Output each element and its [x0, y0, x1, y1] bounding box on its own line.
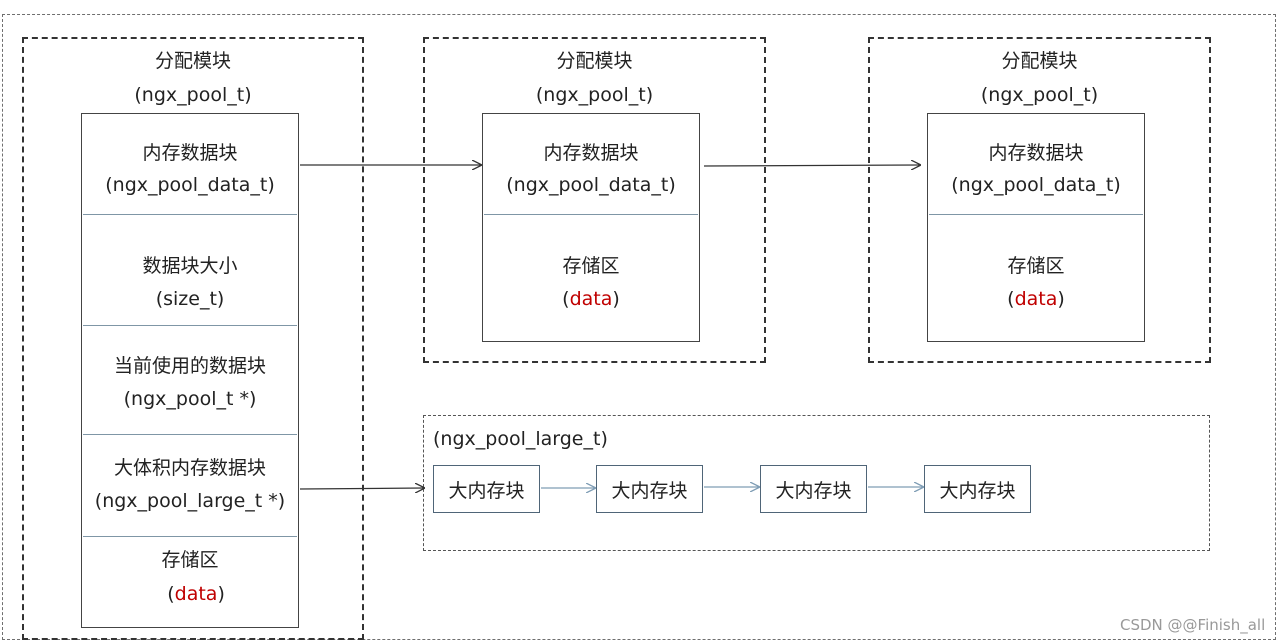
paren-close: ) — [612, 288, 620, 310]
left-divider-4 — [83, 536, 297, 537]
large-chunk-4: 大内存块 — [924, 465, 1031, 513]
right-pool-title: 分配模块 — [1001, 50, 1078, 72]
paren-open: ( — [167, 583, 175, 605]
paren-open: ( — [562, 288, 570, 310]
left-pool-struct — [81, 113, 299, 628]
right-pool-struct — [927, 113, 1145, 342]
large-chunk-2: 大内存块 — [596, 465, 703, 513]
right-data-block-type: (ngx_pool_data_t) — [951, 174, 1121, 196]
left-size-label: 数据块大小 — [142, 255, 238, 277]
right-pool-type: (ngx_pool_t) — [980, 84, 1099, 106]
left-size-type: (size_t) — [155, 288, 225, 310]
right-pool-box — [868, 37, 1211, 363]
mid-data-block-type: (ngx_pool_data_t) — [506, 174, 676, 196]
left-divider-3 — [83, 434, 297, 435]
mid-storage-label: 存储区 — [562, 255, 620, 277]
arrow-mid-to-right — [703, 165, 920, 166]
large-chunk-3: 大内存块 — [760, 465, 867, 513]
mid-pool-struct — [482, 113, 700, 342]
mid-divider — [484, 214, 698, 215]
left-pool-box — [22, 37, 364, 640]
left-current-type: (ngx_pool_t *) — [123, 388, 257, 410]
watermark: CSDN @@Finish_all — [1120, 616, 1266, 634]
left-current-label: 当前使用的数据块 — [113, 355, 266, 377]
left-storage-label: 存储区 — [161, 549, 219, 571]
left-divider-1 — [83, 214, 297, 215]
right-storage-label: 存储区 — [1007, 255, 1065, 277]
large-list-type: (ngx_pool_large_t) — [433, 428, 608, 450]
left-storage-data: (data) — [81, 583, 299, 606]
left-pool-title: 分配模块 — [154, 50, 231, 72]
outer-frame — [2, 14, 1276, 640]
mid-storage-data: (data) — [482, 288, 700, 311]
left-data-block-label: 内存数据块 — [142, 142, 238, 164]
right-divider — [929, 214, 1143, 215]
right-data-block-label: 内存数据块 — [988, 142, 1084, 164]
arrow-left-to-large — [299, 488, 424, 489]
paren-close: ) — [1057, 288, 1065, 310]
mid-pool-box — [423, 37, 766, 363]
left-divider-2 — [83, 325, 297, 326]
paren-open: ( — [1007, 288, 1015, 310]
data-text: data — [174, 583, 218, 605]
left-data-block-type: (ngx_pool_data_t) — [105, 174, 275, 196]
right-storage-data: (data) — [927, 288, 1145, 311]
data-text: data — [1014, 288, 1058, 310]
large-chunk-1: 大内存块 — [433, 465, 540, 513]
mid-pool-type: (ngx_pool_t) — [535, 84, 654, 106]
mid-pool-title: 分配模块 — [556, 50, 633, 72]
mid-data-block-label: 内存数据块 — [543, 142, 639, 164]
left-large-type: (ngx_pool_large_t *) — [94, 490, 286, 512]
paren-close: ) — [217, 583, 225, 605]
left-pool-type: (ngx_pool_t) — [134, 84, 252, 106]
left-large-label: 大体积内存数据块 — [113, 457, 266, 479]
data-text: data — [569, 288, 613, 310]
